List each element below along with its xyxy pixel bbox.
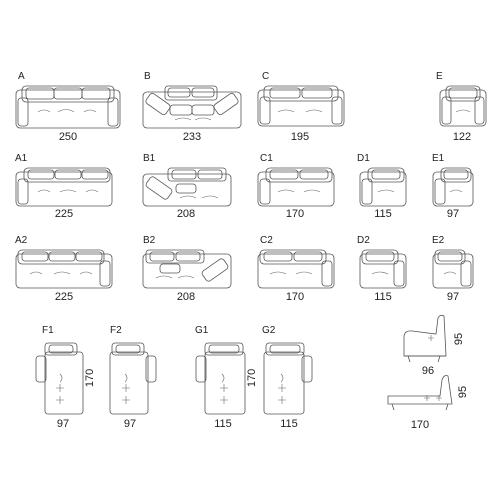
width-dimension: 122 bbox=[453, 131, 471, 143]
module-A: A 250 bbox=[15, 71, 121, 143]
module-E1: E1 97 bbox=[432, 153, 474, 220]
sofa-outline bbox=[257, 249, 335, 289]
width-dimension: 170 bbox=[286, 208, 304, 220]
module-label: E2 bbox=[432, 235, 445, 246]
module-D1: D1 115 bbox=[357, 153, 407, 220]
width-dimension: 233 bbox=[183, 131, 201, 143]
chaise-outline bbox=[195, 342, 246, 415]
module-label: C bbox=[262, 71, 269, 82]
width-dimension: 208 bbox=[177, 208, 195, 220]
width-dimension: 208 bbox=[177, 291, 195, 303]
sofa-outline bbox=[142, 85, 242, 129]
width-dimension: 97 bbox=[447, 208, 459, 220]
width-dimension: 225 bbox=[55, 208, 73, 220]
height-dimension: 95 bbox=[453, 333, 465, 345]
module-label: C2 bbox=[260, 235, 273, 246]
sofa-side-view: 96 95 bbox=[403, 314, 465, 377]
module-label: C1 bbox=[260, 153, 273, 164]
module-G1: G1 170 115 bbox=[195, 325, 258, 430]
module-C1: C1 170 bbox=[257, 153, 335, 220]
module-label: F2 bbox=[110, 325, 122, 336]
chaise-outline bbox=[35, 342, 84, 415]
width-dimension: 97 bbox=[57, 418, 69, 430]
depth-dimension: 170 bbox=[411, 419, 429, 431]
module-label: A2 bbox=[15, 235, 28, 246]
module-label: A1 bbox=[15, 153, 28, 164]
module-B: B 233 bbox=[142, 71, 242, 143]
sofa-outline bbox=[15, 249, 113, 289]
module-label: G2 bbox=[262, 325, 276, 336]
width-dimension: 115 bbox=[214, 418, 232, 430]
module-E: E 122 bbox=[436, 71, 487, 143]
module-E2: E2 97 bbox=[432, 235, 474, 303]
module-label: D2 bbox=[357, 235, 370, 246]
module-label: B1 bbox=[143, 153, 156, 164]
chaise-side-view: 170 95 bbox=[387, 375, 469, 431]
module-label: D1 bbox=[357, 153, 370, 164]
width-dimension: 115 bbox=[374, 291, 392, 303]
width-dimension: 195 bbox=[291, 131, 309, 143]
sofa-outline bbox=[15, 167, 113, 207]
module-label: F1 bbox=[42, 325, 54, 336]
module-D2: D2 115 bbox=[357, 235, 407, 303]
sofa-outline bbox=[15, 85, 121, 129]
module-label: E1 bbox=[432, 153, 445, 164]
width-dimension: 115 bbox=[374, 208, 392, 220]
module-F2: F2 97 bbox=[109, 325, 157, 430]
module-B1: B1 208 bbox=[142, 153, 232, 220]
module-C: C 195 bbox=[257, 71, 345, 143]
module-A1: A1 225 bbox=[15, 153, 113, 220]
width-dimension: 97 bbox=[124, 418, 136, 430]
sofa-outline bbox=[257, 85, 345, 127]
module-A2: A2 225 bbox=[15, 235, 113, 303]
chaise-outline bbox=[109, 342, 157, 415]
module-B2: B2 208 bbox=[142, 235, 232, 303]
sofa-outline bbox=[439, 85, 487, 127]
width-dimension: 170 bbox=[286, 291, 304, 303]
module-label: G1 bbox=[195, 325, 209, 336]
depth-dimension: 96 bbox=[422, 365, 434, 377]
module-G2: G2 115 bbox=[262, 325, 313, 430]
module-label: A bbox=[18, 71, 25, 82]
width-dimension: 250 bbox=[59, 131, 77, 143]
sofa-outline bbox=[142, 249, 232, 289]
module-F1: F1 170 97 bbox=[35, 325, 96, 430]
module-label: B2 bbox=[143, 235, 156, 246]
sofa-outline bbox=[432, 167, 474, 207]
module-label: B bbox=[144, 71, 151, 82]
sofa-outline bbox=[142, 167, 232, 207]
module-label: E bbox=[436, 71, 443, 82]
sofa-outline bbox=[432, 249, 474, 289]
sofa-outline bbox=[257, 167, 335, 207]
sofa-outline bbox=[359, 249, 407, 289]
sofa-outline bbox=[359, 167, 407, 207]
width-dimension: 97 bbox=[447, 291, 459, 303]
height-dimension: 95 bbox=[457, 386, 469, 398]
module-C2: C2 170 bbox=[257, 235, 335, 303]
width-dimension: 115 bbox=[280, 418, 298, 430]
length-dimension: 170 bbox=[246, 369, 258, 387]
chaise-outline bbox=[263, 342, 313, 415]
length-dimension: 170 bbox=[84, 369, 96, 387]
width-dimension: 225 bbox=[55, 291, 73, 303]
